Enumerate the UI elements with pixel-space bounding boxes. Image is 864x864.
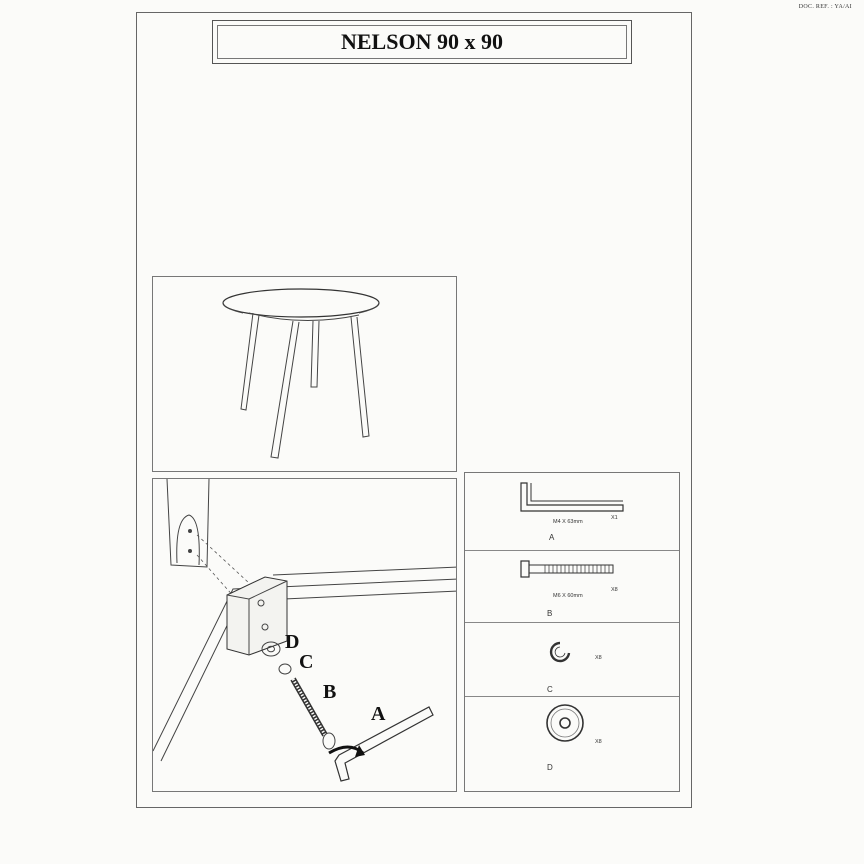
callout-c: C [299,651,314,673]
part-spec-a: M4 X 63mm [553,519,583,525]
doc-reference: DOC. REF. : YA/AI [798,4,852,10]
part-spec-b: M6 X 60mm [553,593,583,599]
allen-key-icon [520,482,624,512]
part-qty-c: X8 [595,655,602,661]
part-qty-a: X1 [611,515,618,521]
page-border [136,12,692,808]
part-qty-b: X8 [611,587,618,593]
part-letter-d: D [547,763,553,772]
flat-washer-icon [546,704,584,742]
part-row-d: X8 D [465,697,679,793]
page-title: NELSON 90 x 90 [341,29,503,54]
bolt-icon [520,560,614,578]
parts-list-panel: M4 X 63mm X1 A M6 X 60mm X8 B X8 C X8 D [464,472,680,792]
table-illustration-icon [222,288,380,459]
assembly-diagram-icon [153,479,456,782]
product-illustration-panel [152,276,457,472]
part-letter-a: A [549,533,555,542]
callout-a: A [371,703,386,725]
part-row-b: M6 X 60mm X8 B [465,551,679,623]
assembly-diagram-panel: D C B A [152,478,457,792]
part-qty-d: X8 [595,739,602,745]
callout-b: B [323,681,337,703]
title-box: NELSON 90 x 90 [212,20,632,64]
part-row-a: M4 X 63mm X1 A [465,473,679,551]
callout-d: D [285,631,300,653]
part-row-c: X8 C [465,623,679,697]
part-letter-b: B [547,609,553,618]
part-letter-c: C [547,685,553,694]
split-washer-icon [549,641,571,663]
